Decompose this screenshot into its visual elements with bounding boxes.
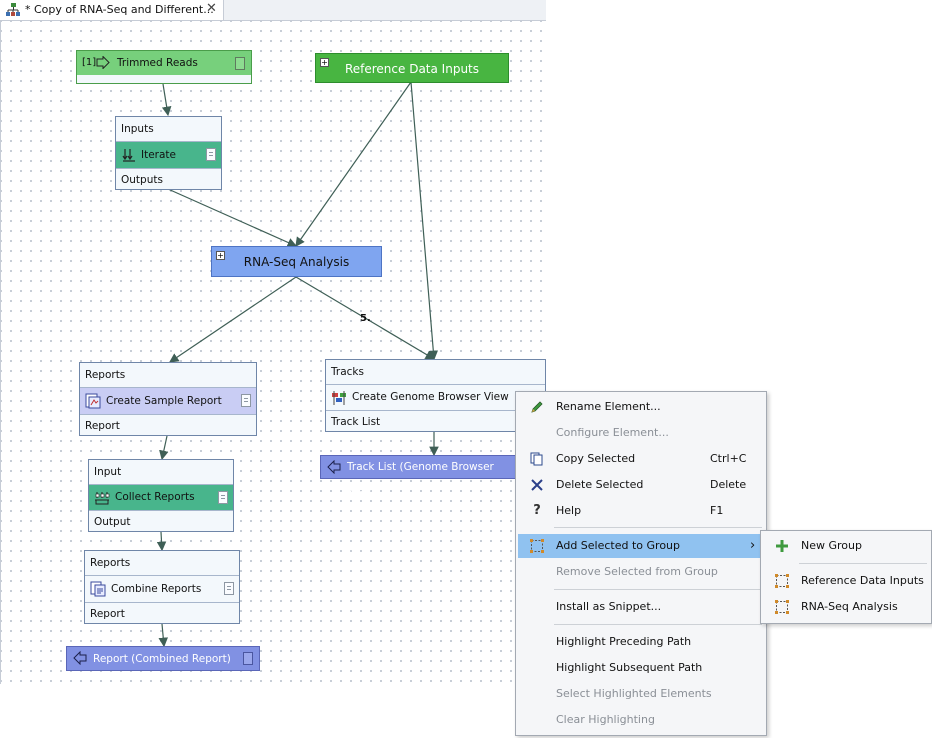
edge-reference-to-rnaseq	[295, 81, 412, 247]
reference-data-inputs-group[interactable]: + Reference Data Inputs	[315, 53, 509, 83]
iterate-label: Iterate	[141, 149, 177, 161]
combine-reports-node[interactable]: Reports Combine Reports Report	[84, 550, 240, 624]
document-icon	[243, 652, 253, 665]
report-output-port[interactable]: Report	[85, 602, 239, 625]
input-index-badge: [1]	[82, 57, 97, 68]
reference-data-inputs-label: Reference Data Inputs	[344, 62, 480, 76]
edge-combine-to-output	[158, 623, 169, 648]
expand-icon[interactable]: +	[216, 251, 225, 260]
help-icon: ?	[533, 503, 541, 518]
document-icon	[241, 394, 251, 407]
rnaseq-analysis-label: RNA-Seq Analysis	[243, 255, 350, 269]
create-genome-browser-view-label: Create Genome Browser View	[352, 391, 509, 403]
reports-input-port[interactable]: Reports	[80, 363, 256, 388]
pencil-icon	[531, 401, 543, 413]
menu-item-add-selected-to-group[interactable]: Add Selected to Group ›	[518, 534, 764, 558]
document-icon	[224, 582, 234, 595]
tab-title: * Copy of RNA-Seq and Different...	[25, 3, 214, 16]
group-icon	[530, 539, 544, 553]
rnaseq-analysis-group[interactable]: + RNA-Seq Analysis	[211, 246, 382, 277]
menu-separator	[554, 527, 762, 528]
group-icon	[775, 600, 789, 614]
plus-icon	[776, 540, 788, 552]
menu-item-highlight-subsequent-path[interactable]: Highlight Subsequent Path	[556, 661, 703, 674]
menu-item-copy-selected[interactable]: Copy Selected Ctrl+C	[518, 447, 764, 471]
edge-sample-to-collect	[159, 435, 169, 461]
menu-item-select-highlighted-elements[interactable]: Select Highlighted Elements	[556, 687, 712, 700]
track-list-output-port[interactable]: Track List	[326, 410, 545, 433]
edge-reference-to-browser	[410, 81, 439, 361]
track-list-output-label: Track List (Genome Browser View)	[347, 461, 494, 495]
context-menu: Rename Element... Configure Element... C…	[515, 391, 767, 736]
create-sample-report-node[interactable]: Reports Create Sample Report Report	[79, 362, 257, 436]
menu-separator	[554, 589, 762, 590]
track-list-output-node[interactable]: Track List (Genome Browser View)	[320, 455, 516, 495]
expand-icon[interactable]: +	[320, 58, 329, 67]
collect-reports-icon	[95, 492, 110, 505]
menu-item-highlight-preceding-path[interactable]: Highlight Preceding Path	[556, 635, 692, 648]
submenu-item-reference-data-inputs[interactable]: Reference Data Inputs	[763, 569, 929, 593]
output-port[interactable]: Output	[89, 510, 233, 533]
menu-item-delete-selected[interactable]: Delete Selected Delete	[518, 473, 764, 497]
edge-rnaseq-to-sample-report	[169, 276, 297, 363]
workflow-icon	[6, 3, 20, 16]
chevron-right-icon: ›	[750, 538, 756, 553]
trimmed-reads-node[interactable]: [1] Trimmed Reads	[76, 50, 252, 84]
trimmed-reads-label: Trimmed Reads	[117, 57, 198, 69]
edge-rnaseq-to-browser	[295, 276, 436, 360]
menu-item-configure-element[interactable]: Configure Element...	[556, 426, 669, 439]
copy-icon	[530, 452, 543, 466]
iterate-icon	[122, 149, 135, 162]
menu-item-rename-element[interactable]: Rename Element...	[518, 395, 764, 419]
input-port[interactable]: Input	[89, 460, 233, 485]
output-arrow-icon	[327, 460, 341, 474]
menu-separator	[799, 563, 927, 564]
output-arrow-icon	[73, 651, 87, 665]
menu-item-clear-highlighting[interactable]: Clear Highlighting	[556, 713, 655, 726]
tracks-input-port[interactable]: Tracks	[326, 360, 545, 385]
document-icon	[235, 57, 245, 70]
create-genome-browser-view-node[interactable]: Tracks Create Genome Browser View Track …	[325, 359, 546, 432]
iterate-inputs-port[interactable]: Inputs	[116, 117, 221, 142]
editor-tab-bar: * Copy of RNA-Seq and Different... ✕	[0, 0, 546, 21]
workflow-connections	[156, 81, 439, 648]
genome-browser-icon	[332, 391, 346, 405]
collect-reports-node[interactable]: Input Collect Reports Output	[88, 459, 234, 532]
edge-label: 5.	[360, 313, 371, 324]
iterate-node[interactable]: Inputs Iterate Outputs	[115, 116, 222, 190]
combine-reports-label: Combine Reports	[111, 583, 202, 595]
report-output-label: Report (Combined Report)	[93, 653, 231, 665]
combine-reports-icon	[90, 581, 106, 597]
collect-reports-label: Collect Reports	[115, 491, 195, 503]
report-output-port[interactable]: Report	[80, 414, 256, 437]
create-sample-report-label: Create Sample Report	[106, 395, 222, 407]
report-icon	[85, 393, 101, 409]
input-arrow-icon	[96, 56, 110, 69]
edge-iterate-to-rnaseq	[167, 188, 298, 247]
edge-collect-to-combine	[156, 531, 167, 552]
submenu-item-new-group[interactable]: New Group	[763, 534, 929, 558]
report-output-node[interactable]: Report (Combined Report)	[66, 646, 260, 671]
menu-item-install-as-snippet[interactable]: Install as Snippet...	[556, 600, 662, 613]
delete-icon	[531, 479, 543, 491]
close-icon[interactable]: ✕	[206, 1, 217, 16]
document-icon	[206, 148, 216, 161]
menu-separator	[554, 624, 762, 625]
iterate-outputs-port[interactable]: Outputs	[116, 168, 221, 191]
menu-item-help[interactable]: ? Help F1	[518, 499, 764, 523]
menu-item-remove-selected-from-group[interactable]: Remove Selected from Group	[556, 565, 718, 578]
edge-trimmed-to-iterate	[161, 83, 172, 117]
reports-input-port[interactable]: Reports	[85, 551, 239, 576]
group-icon	[775, 574, 789, 588]
workflow-tab[interactable]: * Copy of RNA-Seq and Different... ✕	[0, 0, 224, 20]
add-to-group-submenu: New Group Reference Data Inputs RNA-Seq …	[760, 530, 932, 624]
submenu-item-rnaseq-analysis[interactable]: RNA-Seq Analysis	[763, 595, 929, 619]
document-icon	[218, 491, 228, 504]
